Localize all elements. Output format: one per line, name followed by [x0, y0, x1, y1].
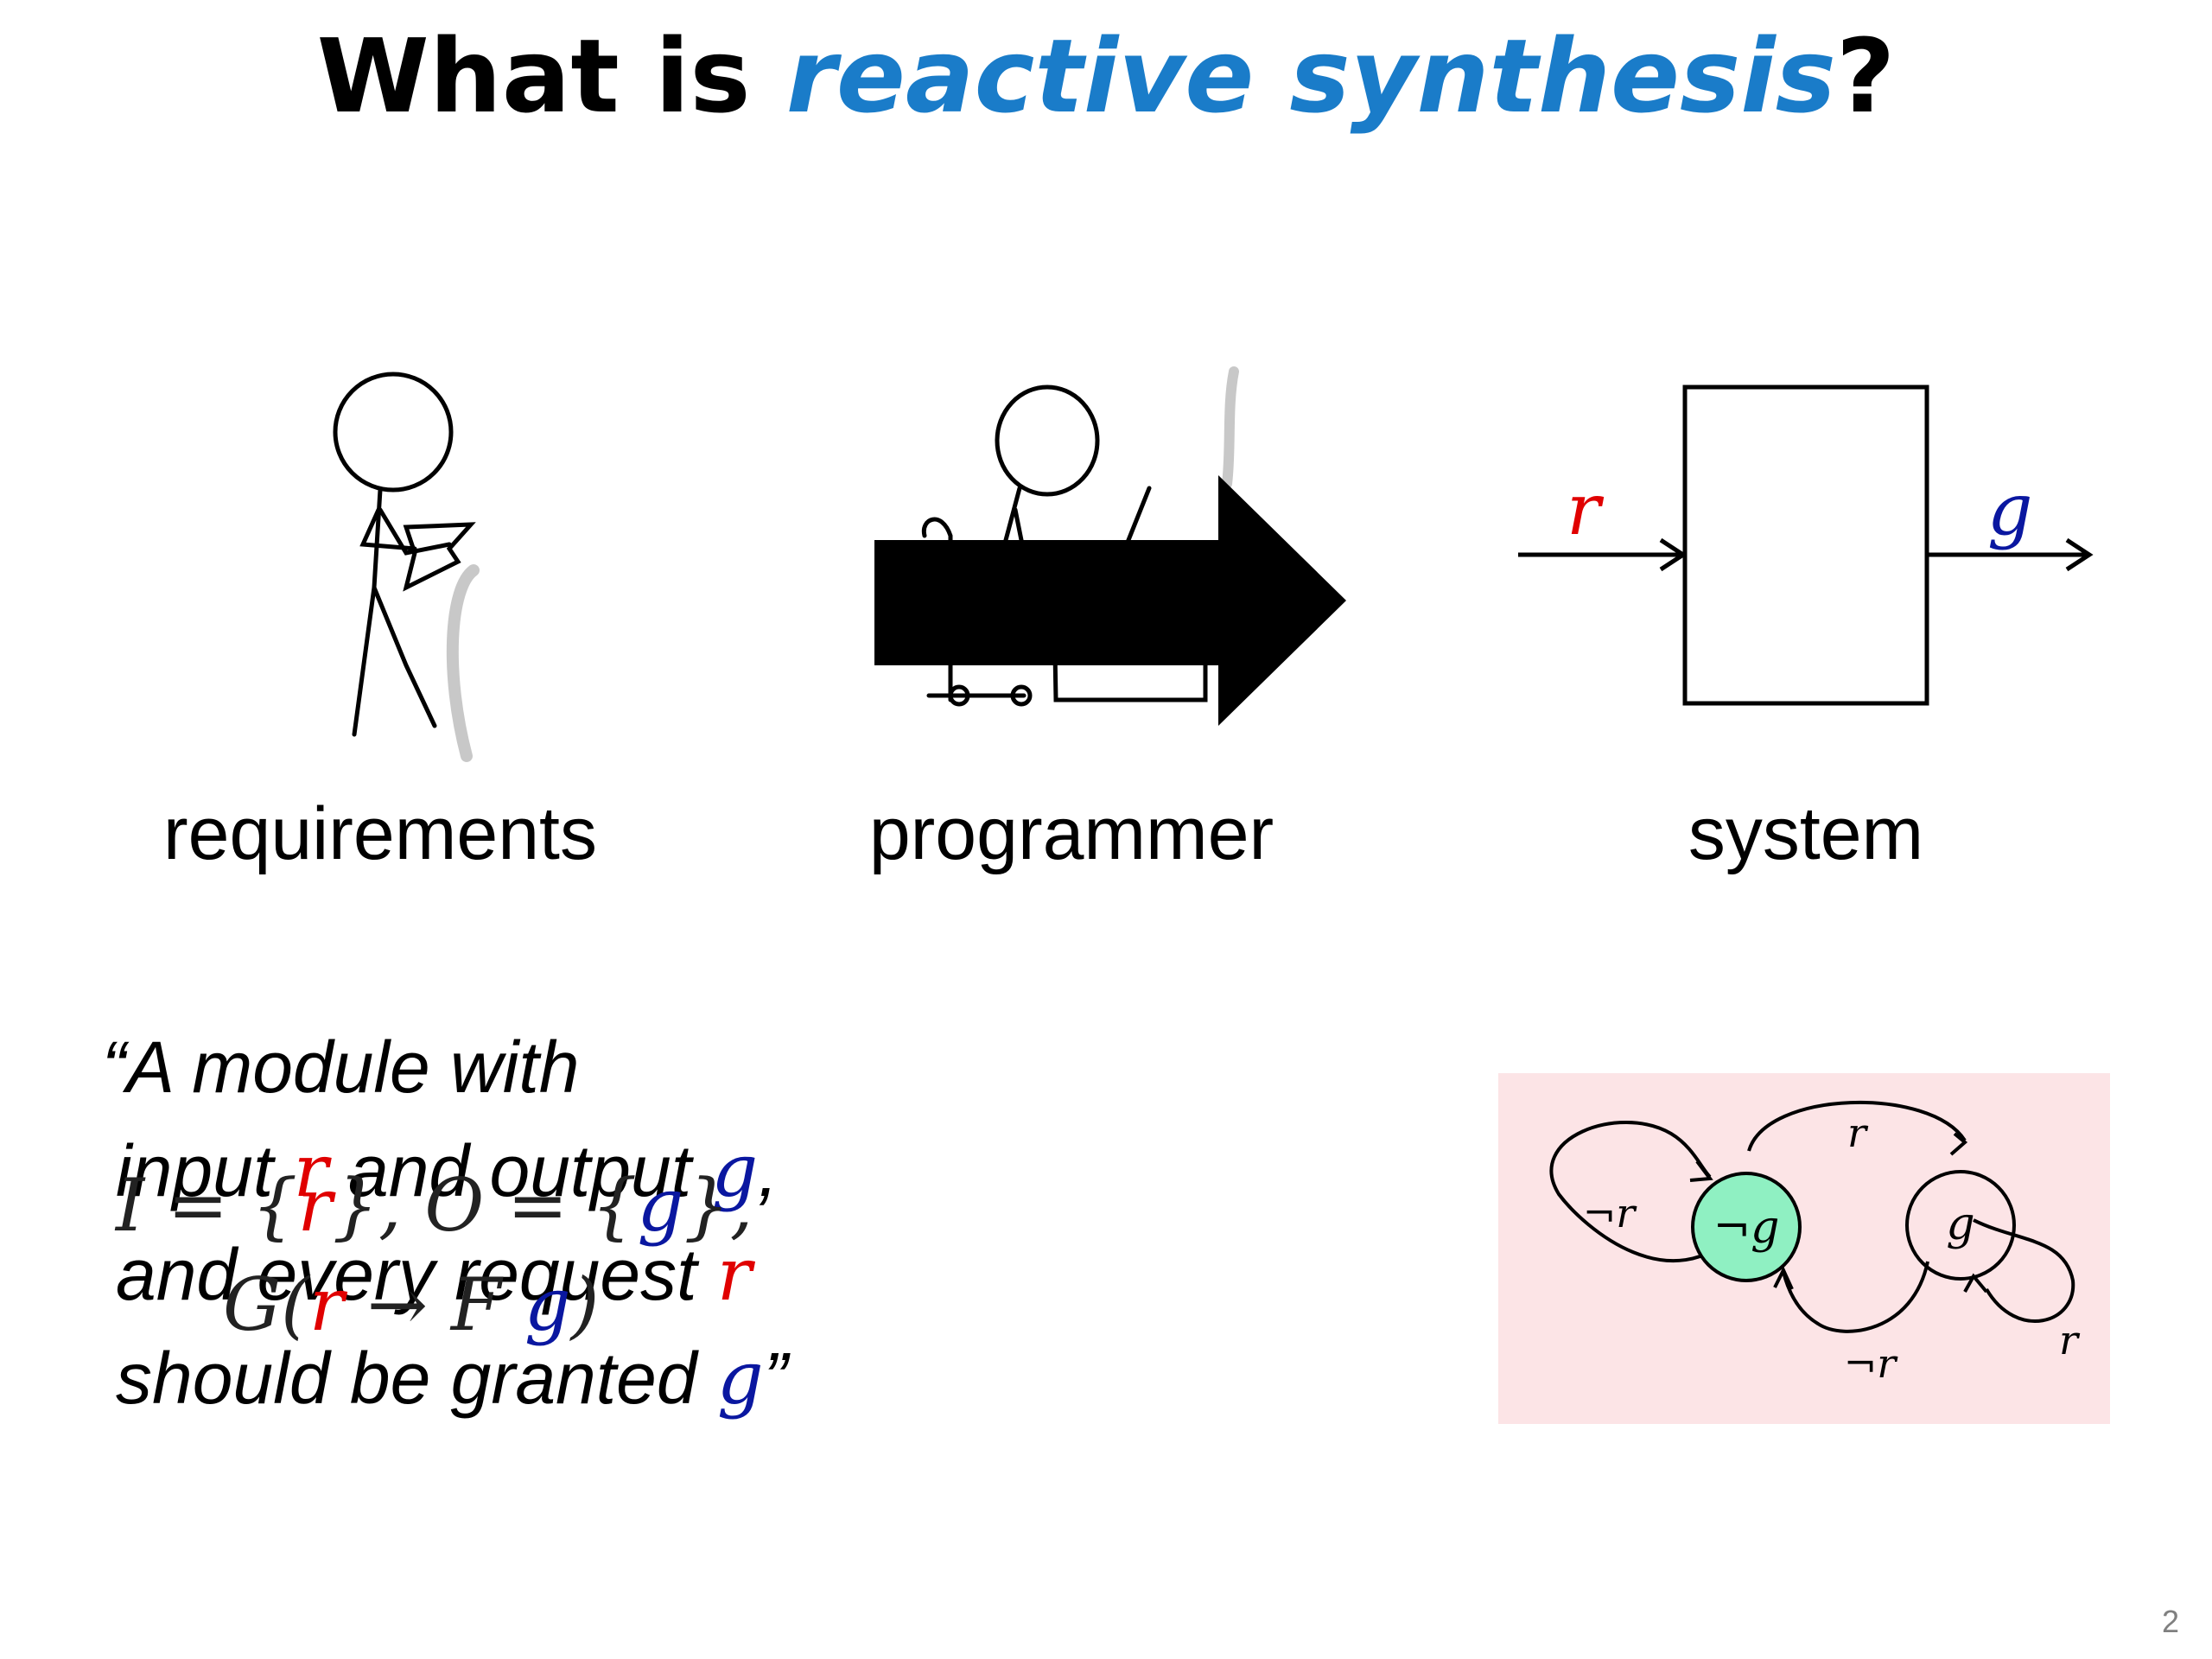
system-diagram: r g — [1518, 387, 2089, 703]
system-box — [1685, 387, 1927, 703]
input-signal-label: r — [1567, 469, 1605, 551]
requirements-stick-figure — [335, 374, 474, 756]
formula-text: → F — [344, 1262, 524, 1347]
formula-text: I = { — [116, 1163, 297, 1248]
automaton-panel: ¬g g ¬r r ¬r r — [1498, 1073, 2110, 1424]
formula-text: }, O = { — [333, 1163, 638, 1248]
edge-label-r-loop: r — [2059, 1317, 2081, 1363]
edge-label-not-r-bottom: ¬r — [1844, 1340, 1899, 1387]
quote-line-1: “A module with — [102, 1024, 579, 1110]
formula-text: ) — [571, 1262, 600, 1347]
automaton-diagram: ¬g g ¬r r ¬r r — [1498, 1073, 2110, 1424]
formula-ltl: G(r → F g) — [223, 1262, 599, 1348]
formula-io-sets: I = {r}, O = {g}, — [116, 1162, 753, 1249]
caption-system: system — [1564, 791, 2048, 877]
state-label-g: g — [1946, 1198, 1974, 1250]
formula-text: }, — [683, 1163, 753, 1248]
formula-input-signal: r — [309, 1262, 344, 1347]
edge-label-not-r-loop: ¬r — [1583, 1190, 1638, 1236]
output-signal-label: g — [1987, 469, 2033, 551]
formula-output-signal: g — [524, 1262, 571, 1347]
edge-label-r-top: r — [1847, 1109, 1869, 1156]
big-arrow — [874, 475, 1346, 726]
quote-text: ” — [764, 1338, 788, 1419]
quote-text: , — [758, 1130, 778, 1211]
quote-text: should be granted — [116, 1338, 717, 1419]
formula-output-signal: g — [638, 1163, 684, 1248]
formula-input-signal: r — [297, 1163, 332, 1248]
edge-g-to-not-g — [1783, 1262, 1928, 1332]
page-number: 2 — [2162, 1604, 2179, 1640]
caption-requirements: requirements — [138, 791, 622, 877]
caption-programmer: programmer — [830, 791, 1313, 877]
state-label-not-g: ¬g — [1713, 1202, 1780, 1254]
quote-output-signal: g — [717, 1336, 764, 1421]
quote-line-4: should be granted g” — [116, 1335, 788, 1421]
formula-text: G( — [223, 1262, 309, 1347]
arrowhead — [1775, 1270, 1792, 1289]
